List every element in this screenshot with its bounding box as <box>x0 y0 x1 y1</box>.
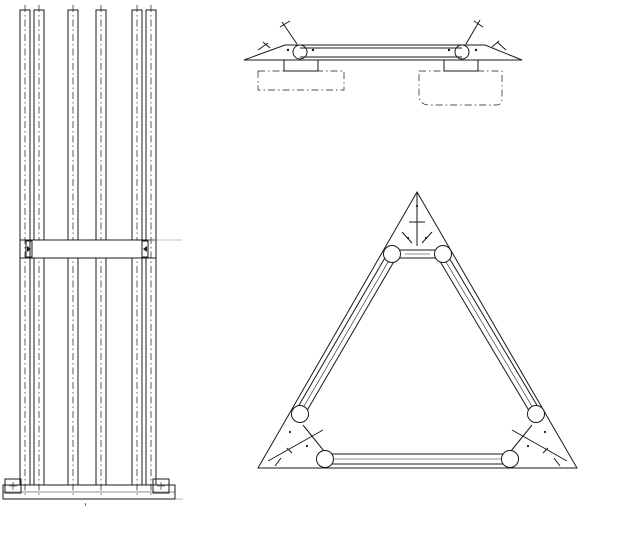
side-elevation-view <box>2 5 183 507</box>
plan-clamp-left <box>283 59 319 72</box>
gusset-right-line-2 <box>510 424 533 452</box>
plan-bolt-left-2 <box>311 48 315 52</box>
bolt-mark-right <box>157 482 165 490</box>
apex-gusset <box>401 192 433 246</box>
bolt-mark-left <box>9 482 17 490</box>
cross-bracket <box>20 239 182 259</box>
bracket-band <box>29 239 149 259</box>
member-right-rail-outer <box>447 255 542 413</box>
apex-bolt-2 <box>424 236 428 240</box>
gusset-right-tick <box>542 447 549 454</box>
corner-gusset-left <box>267 424 325 467</box>
triangular-section-view <box>257 191 578 469</box>
clip-marker-right <box>143 246 147 252</box>
gusset-left-line-2 <box>302 424 325 452</box>
bracket-clip-right <box>141 240 149 258</box>
tick-left-cross <box>279 20 291 28</box>
plan-bolt-left-1 <box>286 48 290 52</box>
member-left-rail-mid <box>299 256 392 414</box>
member-bottom <box>326 453 510 465</box>
tick-right-cross <box>473 20 484 28</box>
plan-bolt-right-2 <box>474 48 478 52</box>
tick-right-outer <box>496 41 507 51</box>
gusset-left-bolt-2 <box>305 444 309 448</box>
bracket-clip-left <box>25 240 33 258</box>
member-right <box>437 255 542 415</box>
member-right-rail-mid <box>442 256 537 414</box>
base-center-tick <box>84 502 87 507</box>
apex-bolt-1 <box>406 236 410 240</box>
tick-left-outer <box>257 42 269 51</box>
tick-left-diag <box>281 21 298 45</box>
plan-tube-left <box>292 44 308 60</box>
gusset-right-bolt-1 <box>543 430 547 434</box>
base-foot-right <box>152 478 170 494</box>
base-foot-left <box>4 478 22 494</box>
plan-bolt-right-1 <box>447 48 451 52</box>
tube-top-left <box>383 245 401 263</box>
plan-tube-right <box>454 44 470 60</box>
top-connector <box>392 249 443 259</box>
tube-mid-left <box>291 405 309 423</box>
tube-bottom-right <box>501 450 519 468</box>
gusset-left-bolt-1 <box>288 430 292 434</box>
base-plate <box>2 478 183 507</box>
member-right-rail-inner <box>437 257 532 415</box>
phantom-support-right <box>418 70 503 106</box>
tube-top-right <box>434 245 452 263</box>
plan-rail <box>243 44 523 61</box>
plan-ticks <box>257 19 507 51</box>
clip-marker-left <box>27 246 31 252</box>
apex-gusset-left <box>401 231 413 244</box>
tube-bottom-left <box>316 450 334 468</box>
plan-rail-outline <box>243 44 523 61</box>
gusset-left-tick <box>286 447 293 454</box>
member-left <box>294 255 397 415</box>
top-plan-view <box>243 19 523 106</box>
plan-clamp-right <box>443 59 479 72</box>
tick-right-outer-cross <box>491 40 500 48</box>
gusset-right-line-1 <box>511 429 568 462</box>
apex-bolt-3 <box>415 204 419 208</box>
gusset-left-line-1 <box>267 429 324 462</box>
phantom-support-left <box>257 70 345 91</box>
apex-gusset-right <box>421 231 433 244</box>
corner-gusset-right <box>510 424 568 467</box>
tube-mid-right <box>527 405 545 423</box>
member-left-rail-inner <box>304 257 397 415</box>
gusset-left-tick-2 <box>274 457 282 467</box>
gusset-right-bolt-2 <box>526 444 530 448</box>
tick-left-outer-cross <box>262 41 271 49</box>
member-left-rail-outer <box>294 255 387 413</box>
gusset-right-tick-2 <box>553 457 561 467</box>
outer-triangle <box>257 191 578 469</box>
